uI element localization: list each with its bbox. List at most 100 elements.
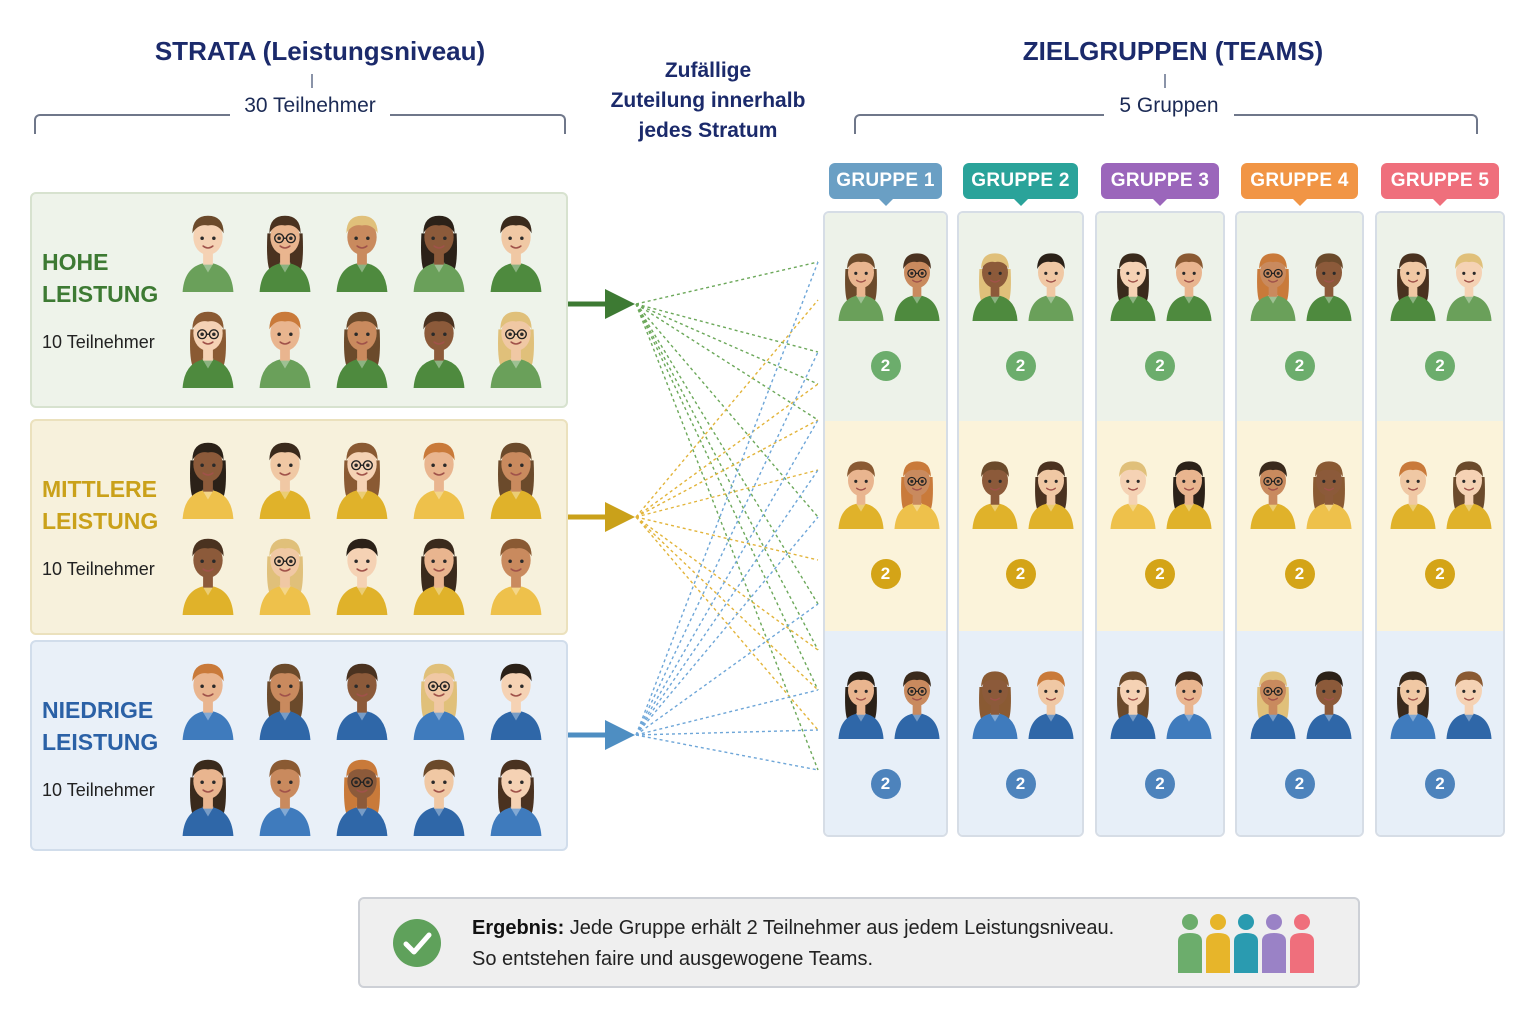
group-band: 2 bbox=[825, 213, 946, 421]
person-avatar-icon bbox=[1443, 661, 1495, 744]
assignment-link bbox=[635, 516, 819, 736]
group-band: 2 bbox=[1377, 421, 1503, 631]
group-band: 2 bbox=[1097, 421, 1223, 631]
groups-subtitle: 5 Gruppen bbox=[1104, 94, 1234, 118]
person-avatar-icon bbox=[891, 661, 943, 744]
group-count-badge: 2 bbox=[1005, 559, 1036, 589]
assignment-link bbox=[635, 303, 819, 605]
result-text: Ergebnis: Jede Gruppe erhält 2 Teilnehme… bbox=[472, 913, 1172, 975]
assignment-link bbox=[635, 303, 819, 651]
result-label: Ergebnis: bbox=[472, 917, 565, 939]
person-avatar-icon bbox=[409, 300, 469, 393]
assignment-caption-line-2: Zuteilung innerhalb bbox=[610, 89, 806, 112]
person-avatar-icon bbox=[1107, 661, 1159, 744]
person-avatar-icon bbox=[486, 300, 546, 393]
group-count-badge: 2 bbox=[1284, 351, 1315, 381]
group-count-badge: 2 bbox=[1284, 559, 1315, 589]
group-band: 2 bbox=[959, 421, 1082, 631]
stratum-count: 10 Teilnehmer bbox=[42, 780, 155, 800]
person-avatar-icon bbox=[178, 431, 238, 524]
person-avatar-icon bbox=[178, 652, 238, 745]
person-avatar-icon bbox=[1163, 451, 1215, 534]
person-avatar-icon bbox=[1443, 243, 1495, 326]
person-avatar-icon bbox=[178, 204, 238, 297]
group-badge: GRUPPE 3 bbox=[1101, 163, 1219, 206]
person-avatar-icon bbox=[486, 748, 546, 841]
assignment-link bbox=[635, 469, 819, 518]
group-count-badge: 2 bbox=[1284, 769, 1315, 799]
group-count-badge: 2 bbox=[1145, 769, 1175, 799]
person-avatar-icon bbox=[1025, 661, 1077, 744]
group-badge: GRUPPE 2 bbox=[963, 163, 1078, 206]
assignment-link bbox=[635, 516, 819, 561]
person-avatar-icon bbox=[255, 527, 315, 620]
group-count-badge: 2 bbox=[1005, 351, 1036, 381]
group-band: 2 bbox=[825, 631, 946, 835]
assignment-link bbox=[635, 303, 819, 518]
person-avatar-icon bbox=[255, 300, 315, 393]
person-avatar-icon bbox=[835, 451, 887, 534]
assignment-caption-line-3: jedes Stratum bbox=[638, 119, 778, 142]
group-band: 2 bbox=[825, 421, 946, 631]
person-avatar-icon bbox=[1247, 661, 1299, 744]
assignment-link bbox=[635, 261, 819, 736]
assignment-link bbox=[635, 603, 819, 736]
group-band: 2 bbox=[1097, 213, 1223, 421]
strata-subtitle: 30 Teilnehmer bbox=[230, 94, 390, 118]
group-band: 2 bbox=[1237, 421, 1362, 631]
person-avatar-icon bbox=[969, 451, 1021, 534]
assignment-link bbox=[635, 689, 819, 736]
assignment-link bbox=[635, 299, 819, 518]
check-icon bbox=[393, 919, 441, 967]
assignment-link bbox=[635, 383, 819, 518]
group-count-badge: 2 bbox=[1425, 559, 1455, 589]
assignment-caption: Zufällige Zuteilung innerhalb jedes Stra… bbox=[590, 56, 826, 146]
assignment-link bbox=[635, 303, 819, 353]
person-avatar-icon bbox=[1163, 661, 1215, 744]
person-avatar-icon bbox=[178, 748, 238, 841]
person-avatar-icon bbox=[1443, 451, 1495, 534]
strata-title: STRATA (Leistungsniveau) bbox=[154, 36, 486, 66]
person-avatar-icon bbox=[409, 204, 469, 297]
stratum-count: 10 Teilnehmer bbox=[42, 559, 155, 579]
group-band: 2 bbox=[959, 213, 1082, 421]
person-avatar-icon bbox=[1107, 243, 1159, 326]
group-band: 2 bbox=[959, 631, 1082, 835]
person-avatar-icon bbox=[486, 527, 546, 620]
person-avatar-icon bbox=[835, 243, 887, 326]
person-avatar-icon bbox=[486, 431, 546, 524]
person-avatar-icon bbox=[1025, 451, 1077, 534]
group-band: 2 bbox=[1237, 213, 1362, 421]
person-avatar-icon bbox=[178, 527, 238, 620]
strata-title-tick bbox=[311, 74, 313, 88]
person-avatar-icon bbox=[409, 431, 469, 524]
person-avatar-icon bbox=[255, 748, 315, 841]
result-line-2: So entstehen faire und ausgewogene Teams… bbox=[472, 948, 874, 970]
group-badge: GRUPPE 5 bbox=[1381, 163, 1499, 206]
group-count-badge: 2 bbox=[1425, 769, 1455, 799]
assignment-link bbox=[635, 419, 819, 518]
person-avatar-icon bbox=[178, 300, 238, 393]
person-avatar-icon bbox=[891, 451, 943, 534]
person-avatar-icon bbox=[1387, 451, 1439, 534]
group-column: 2 2 2 bbox=[1235, 211, 1364, 837]
group-count-badge: 2 bbox=[870, 351, 901, 381]
group-badge: GRUPPE 4 bbox=[1241, 163, 1358, 206]
group-band: 2 bbox=[1377, 631, 1503, 835]
assignment-link bbox=[635, 734, 819, 771]
person-avatar-icon bbox=[1247, 243, 1299, 326]
person-avatar-icon bbox=[835, 661, 887, 744]
stratum-label-line-1: NIEDRIGE bbox=[42, 697, 154, 723]
person-avatar-icon bbox=[409, 652, 469, 745]
person-avatar-icon bbox=[1247, 451, 1299, 534]
group-badge: GRUPPE 1 bbox=[829, 163, 942, 206]
person-avatar-icon bbox=[1303, 243, 1355, 326]
assignment-link bbox=[635, 729, 819, 736]
assignment-link bbox=[635, 419, 819, 736]
group-count-badge: 2 bbox=[1145, 559, 1175, 589]
